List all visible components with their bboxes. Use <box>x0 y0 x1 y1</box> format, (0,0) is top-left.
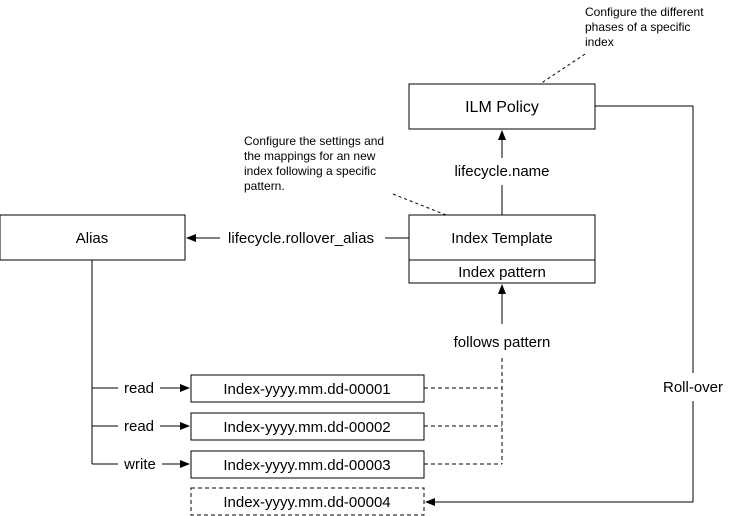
index-label-00004: Index-yyyy.mm.dd-00004 <box>223 494 390 511</box>
rollover-alias-label: lifecycle.rollover_alias <box>228 230 374 247</box>
lifecycle-name-label: lifecycle.name <box>454 163 549 180</box>
template-note-line-2: the mappings for an new <box>244 149 376 163</box>
index-label-00002: Index-yyyy.mm.dd-00002 <box>223 419 390 436</box>
follows-pattern-label: follows pattern <box>454 334 551 351</box>
index-pattern-label: Index pattern <box>458 264 546 281</box>
index-template-box[interactable] <box>408 214 596 284</box>
template-note-connector <box>392 193 447 216</box>
template-note-line-1: Configure the settings and <box>244 134 384 148</box>
ilm-policy-note: Configure the different phases of a spec… <box>585 5 704 49</box>
index-template-label: Index Template <box>451 230 552 247</box>
roll-over-label: Roll-over <box>663 379 723 396</box>
template-note-line-3: index following a specific <box>244 164 376 178</box>
ilm-policy-label: ILM Policy <box>465 99 539 116</box>
roll-over-edge-upper <box>595 105 694 373</box>
ilm-policy-note-line-2: phases of a specific <box>585 20 690 34</box>
index-box-00004[interactable] <box>190 487 425 516</box>
ilm-policy-box[interactable] <box>408 83 596 130</box>
alias-label: Alias <box>76 230 109 247</box>
index-label-00003: Index-yyyy.mm.dd-00003 <box>223 457 390 474</box>
index-box-00003[interactable] <box>190 450 425 479</box>
index-box-00001[interactable] <box>190 374 425 403</box>
ilm-policy-note-line-3: index <box>585 35 614 49</box>
roll-over-edge-lower <box>425 401 694 506</box>
ilm-policy-note-connector <box>539 53 586 85</box>
read-label-2: read <box>124 418 154 435</box>
template-note-line-4: pattern. <box>244 179 285 193</box>
template-note: Configure the settings and the mappings … <box>244 134 384 193</box>
read-label-1: read <box>124 380 154 397</box>
index-label-00001: Index-yyyy.mm.dd-00001 <box>223 381 390 398</box>
write-label: write <box>123 456 156 473</box>
ilm-policy-note-line-1: Configure the different <box>585 5 704 19</box>
